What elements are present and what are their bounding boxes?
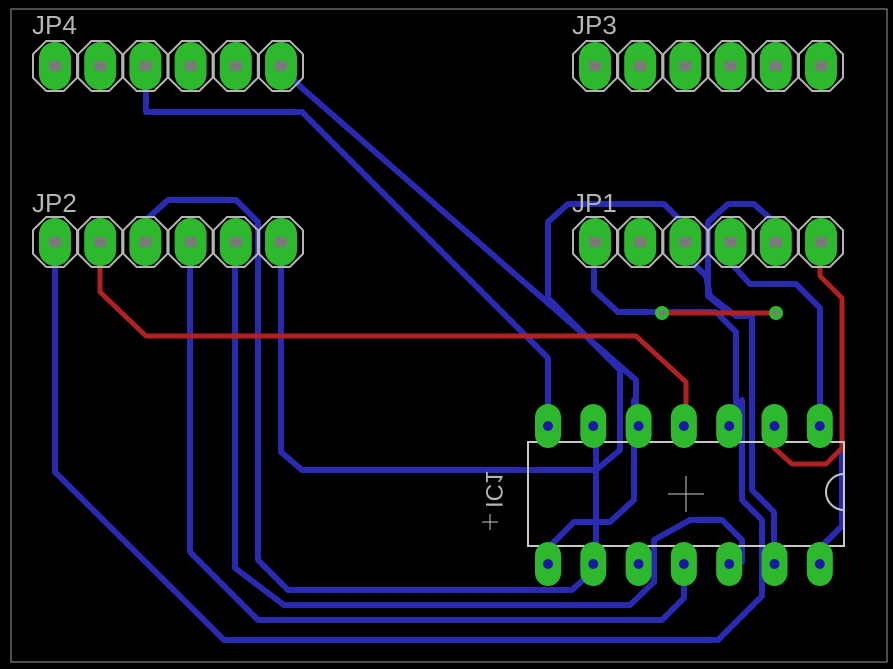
header-pin-drill bbox=[634, 237, 647, 247]
header-pin-outline bbox=[258, 216, 304, 268]
trace-jp1-6-red bbox=[771, 239, 845, 467]
trace-jp2-1 bbox=[52, 239, 765, 643]
ic-pin-drill bbox=[724, 421, 735, 431]
ic-pin-drill bbox=[724, 559, 735, 569]
header-pin-drill bbox=[184, 237, 197, 247]
ic-pin-drill bbox=[543, 559, 553, 569]
header-pin-drill bbox=[94, 61, 107, 71]
header-pin-outline bbox=[662, 216, 709, 268]
header-pin-drill bbox=[49, 61, 61, 71]
ic-label-origin-cross bbox=[482, 514, 498, 530]
label-jp3: JP3 bbox=[572, 10, 617, 40]
ic-pin-drill bbox=[814, 421, 825, 431]
trace-jp4-3-to-ic bbox=[143, 63, 551, 431]
header-pin-drill bbox=[815, 237, 827, 247]
ic-pin-drill bbox=[633, 421, 644, 431]
header-pin-drill bbox=[94, 237, 107, 247]
header-pin-outline bbox=[572, 40, 618, 92]
header-pin-outline bbox=[212, 216, 259, 268]
header-pin-drill bbox=[815, 61, 827, 71]
vias bbox=[655, 306, 783, 320]
header-jp4 bbox=[32, 40, 304, 92]
header-jp3 bbox=[572, 40, 844, 92]
top-layer-traces bbox=[97, 239, 845, 467]
header-pin-drill bbox=[139, 237, 152, 247]
ic-pin-drill bbox=[678, 421, 689, 431]
header-pin-drill bbox=[634, 61, 647, 71]
ic-pin-drill bbox=[543, 421, 553, 431]
header-pin-outline bbox=[122, 216, 169, 268]
header-pin-drill bbox=[769, 237, 782, 247]
ic-pads bbox=[535, 404, 833, 586]
ic-pin-drill bbox=[588, 421, 599, 431]
header-pin-drill bbox=[275, 237, 287, 247]
header-pin-drill bbox=[589, 237, 601, 247]
header-pin-outline bbox=[617, 40, 664, 92]
via-drill bbox=[773, 310, 779, 316]
ic-pin-drill bbox=[633, 559, 644, 569]
ic-pin-drill bbox=[814, 559, 825, 569]
ic-notch bbox=[825, 473, 845, 511]
header-pin-drill bbox=[679, 237, 692, 247]
header-pin-outline bbox=[32, 216, 78, 268]
label-ic-group: IC1 bbox=[480, 471, 507, 508]
header-pin-drill bbox=[679, 61, 692, 71]
header-pin-drill bbox=[49, 237, 61, 247]
label-jp4: JP4 bbox=[32, 10, 77, 40]
header-pin-outline bbox=[707, 40, 754, 92]
header-pin-drill bbox=[275, 61, 287, 71]
label-jp1: JP1 bbox=[572, 188, 617, 218]
via-drill bbox=[659, 310, 665, 316]
header-pin-outline bbox=[707, 216, 754, 268]
header-jp2 bbox=[32, 216, 304, 268]
header-pin-outline bbox=[167, 216, 214, 268]
label-jp2: JP2 bbox=[32, 188, 77, 218]
header-jp1 bbox=[572, 216, 844, 268]
header-pin-drill bbox=[769, 61, 782, 71]
header-pin-outline bbox=[212, 40, 259, 92]
header-pin-drill bbox=[229, 61, 242, 71]
header-pin-outline bbox=[798, 216, 844, 268]
header-pin-outline bbox=[617, 216, 664, 268]
header-pin-outline bbox=[752, 216, 799, 268]
header-pin-outline bbox=[752, 40, 799, 92]
trace-jp2-2-red bbox=[97, 239, 689, 431]
header-pin-drill bbox=[229, 237, 242, 247]
header-pin-outline bbox=[32, 40, 78, 92]
trace-jp2-5 bbox=[232, 239, 745, 608]
header-pin-outline bbox=[258, 40, 304, 92]
label-ic: IC1 bbox=[480, 471, 507, 508]
header-pin-outline bbox=[167, 40, 214, 92]
ic-pin-drill bbox=[769, 421, 780, 431]
ic-pin-drill bbox=[769, 559, 780, 569]
trace-jp2-4 bbox=[187, 239, 687, 623]
header-pin-outline bbox=[77, 40, 124, 92]
board-outline bbox=[10, 8, 888, 663]
trace-jp2-6 bbox=[278, 201, 689, 473]
header-pin-drill bbox=[139, 61, 152, 71]
ic-pin-drill bbox=[678, 559, 689, 569]
header-pin-drill bbox=[724, 237, 737, 247]
header-pin-drill bbox=[184, 61, 197, 71]
header-pin-outline bbox=[662, 40, 709, 92]
header-pin-drill bbox=[589, 61, 601, 71]
header-pin-outline bbox=[798, 40, 844, 92]
header-pin-outline bbox=[122, 40, 169, 92]
header-pin-outline bbox=[77, 216, 124, 268]
header-pin-outline bbox=[572, 216, 618, 268]
ic-pin-drill bbox=[588, 559, 599, 569]
header-pin-drill bbox=[724, 61, 737, 71]
